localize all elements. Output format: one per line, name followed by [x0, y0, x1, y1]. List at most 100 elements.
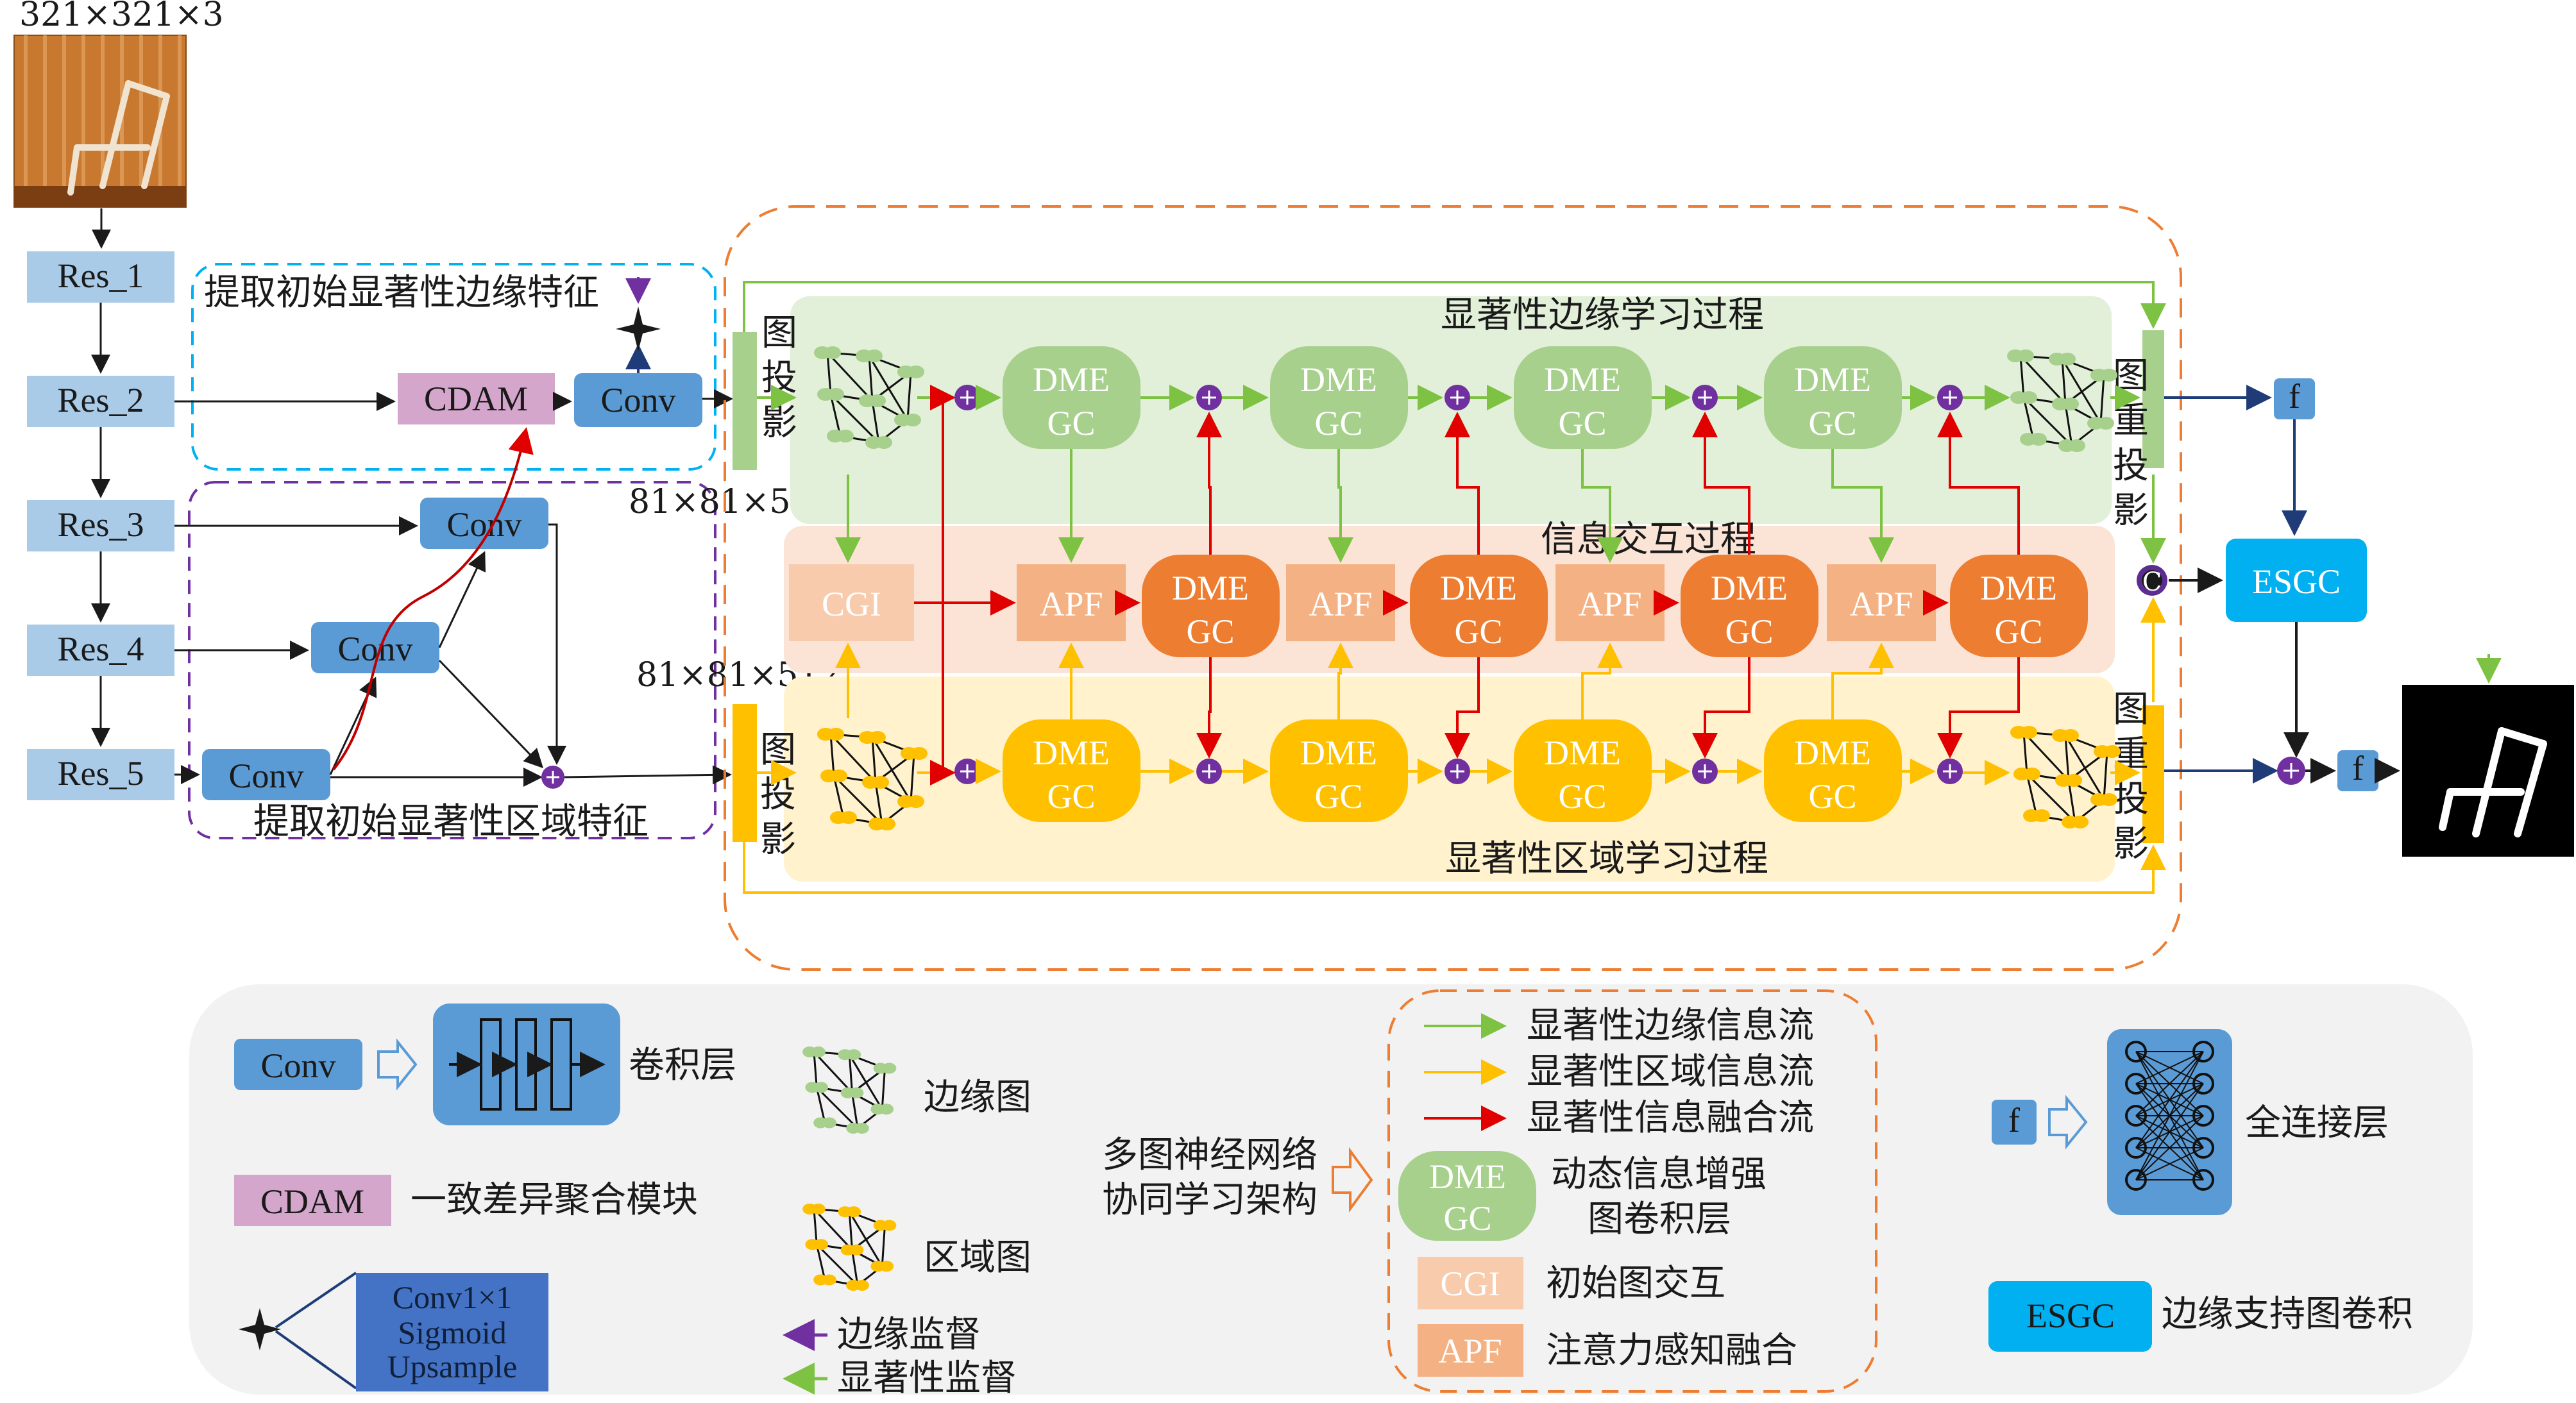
- flow-arrow: [1831, 643, 1894, 719]
- graph-node: [876, 436, 892, 449]
- legend-fc-box: f: [1992, 1100, 2037, 1145]
- fc-node: [2192, 1105, 2214, 1127]
- graph-edge: [816, 1086, 859, 1129]
- dme-gc-line-1: DME: [1300, 734, 1377, 772]
- graph-node: [827, 728, 844, 741]
- fc-node: [2125, 1137, 2147, 1159]
- legend-dme-box: DME GC: [1398, 1151, 1536, 1241]
- flow-arrow: [930, 603, 956, 786]
- dme-gc-line-2: GC: [1808, 404, 1856, 442]
- legend-panel: [189, 984, 2473, 1395]
- dme-gc-block: [1514, 346, 1652, 449]
- svg-text:影: 影: [2113, 490, 2149, 532]
- graph-node: [2030, 433, 2047, 446]
- fc-edge: [2135, 1115, 2204, 1180]
- legend-arch-line-1: 多图神经网络: [1102, 1134, 1318, 1176]
- res-block-3-label: Res_3: [58, 505, 144, 544]
- res-block-1-label: Res_1: [58, 256, 144, 295]
- cdam-block: CDAM: [398, 373, 555, 424]
- fc-block-top: f: [2274, 377, 2315, 419]
- legend-dme-line-2: GC: [1443, 1199, 1491, 1238]
- fc-top-label: f: [2289, 377, 2300, 416]
- res-block-5-label: Res_5: [58, 754, 144, 793]
- flow-arrow: [1328, 643, 1353, 719]
- graph-node: [869, 394, 886, 407]
- dme-gc-line-2: GC: [1186, 612, 1234, 651]
- edge-graph-icon: [814, 346, 924, 449]
- fc-node: [2192, 1169, 2214, 1191]
- graph-node: [827, 388, 844, 401]
- svg-text:影: 影: [761, 402, 797, 444]
- region-graph-icon: [2010, 726, 2121, 828]
- res-block-2: Res_2: [27, 376, 174, 427]
- fc-node: [2192, 1041, 2214, 1063]
- legend-region-graph-icon: [802, 1204, 897, 1291]
- res-block-3: Res_3: [27, 500, 174, 551]
- graph-node: [2101, 369, 2117, 382]
- graph-edge: [2067, 780, 2076, 823]
- legend-conv: Conv: [234, 1039, 362, 1090]
- graph-edge: [833, 775, 845, 818]
- fc-bottom-label: f: [2352, 749, 2364, 787]
- graph-node: [879, 1104, 894, 1115]
- svg-text:图: 图: [761, 312, 797, 354]
- graph-node: [2104, 745, 2121, 758]
- dme-gc-line-1: DME: [1033, 360, 1110, 399]
- legend-conv-desc: 卷积层: [629, 1045, 736, 1086]
- graph-node: [2101, 793, 2117, 806]
- apf-block: [1286, 564, 1395, 641]
- legend-flow-edge: 显著性边缘信息流: [1527, 1005, 1814, 1046]
- legend-esgc-box: ESGC: [1988, 1281, 2152, 1352]
- dme-gc-block: [1950, 555, 2088, 657]
- legend-cgi-label: CGI: [1441, 1264, 1500, 1303]
- legend-edge-graph-desc: 边缘图: [924, 1077, 1031, 1118]
- legend-edge-sup: 边缘监督: [837, 1314, 981, 1356]
- graph-node: [847, 1206, 861, 1218]
- dme-gc-block: [1514, 719, 1652, 822]
- flow-arrow: [1937, 657, 2020, 759]
- legend-apf-label: APF: [1438, 1332, 1502, 1370]
- legend-conv-box: Conv: [260, 1046, 335, 1085]
- graph-edge: [2061, 358, 2067, 405]
- graph-edge: [868, 355, 874, 401]
- apf-block: [1017, 564, 1126, 641]
- graph-edge: [910, 753, 915, 802]
- graph-node: [854, 1280, 869, 1291]
- sum-node-output: [2277, 757, 2305, 785]
- dme-gc-line-1: DME: [1980, 569, 2057, 607]
- dme-gc-block: [1003, 719, 1140, 822]
- fc-node: [2192, 1137, 2214, 1159]
- dme-gc-line-1: DME: [1172, 569, 1249, 607]
- region-extract-region: [188, 481, 716, 839]
- apf-block-label: APF: [1849, 585, 1913, 623]
- apf-block-label: APF: [1578, 585, 1641, 623]
- apf-block: [1555, 564, 1665, 641]
- dme-gc-line-2: GC: [1314, 404, 1362, 442]
- fc-edge: [2135, 1051, 2204, 1084]
- graph-node: [849, 1244, 864, 1256]
- graph-node: [908, 795, 924, 808]
- fc-node: [2125, 1073, 2147, 1095]
- flow-arrow: [1831, 449, 1894, 563]
- graph-node: [2062, 729, 2079, 742]
- graph-edge: [871, 400, 880, 443]
- svg-text:投: 投: [761, 357, 797, 399]
- res-block-2-label: Res_2: [58, 381, 144, 419]
- edge-graph-icon: [2007, 349, 2117, 452]
- dme-gc-block: [1410, 555, 1548, 657]
- graph-node: [831, 769, 847, 782]
- svg-text:投: 投: [2113, 778, 2149, 820]
- flow-arrow: [1581, 449, 1623, 563]
- graph-node: [869, 731, 886, 744]
- dme-gc-line-1: DME: [1544, 360, 1621, 399]
- cgi-block: [789, 564, 914, 641]
- legend-arch-region: [1387, 989, 1877, 1393]
- graph-node: [911, 747, 928, 760]
- fc-node: [2125, 1041, 2147, 1063]
- graph-edge: [2022, 397, 2035, 440]
- legend-cgi-box: CGI: [1418, 1257, 1523, 1309]
- dme-gc-block: [1270, 719, 1408, 822]
- region-extract-label: 提取初始显著性区域特征: [253, 801, 648, 843]
